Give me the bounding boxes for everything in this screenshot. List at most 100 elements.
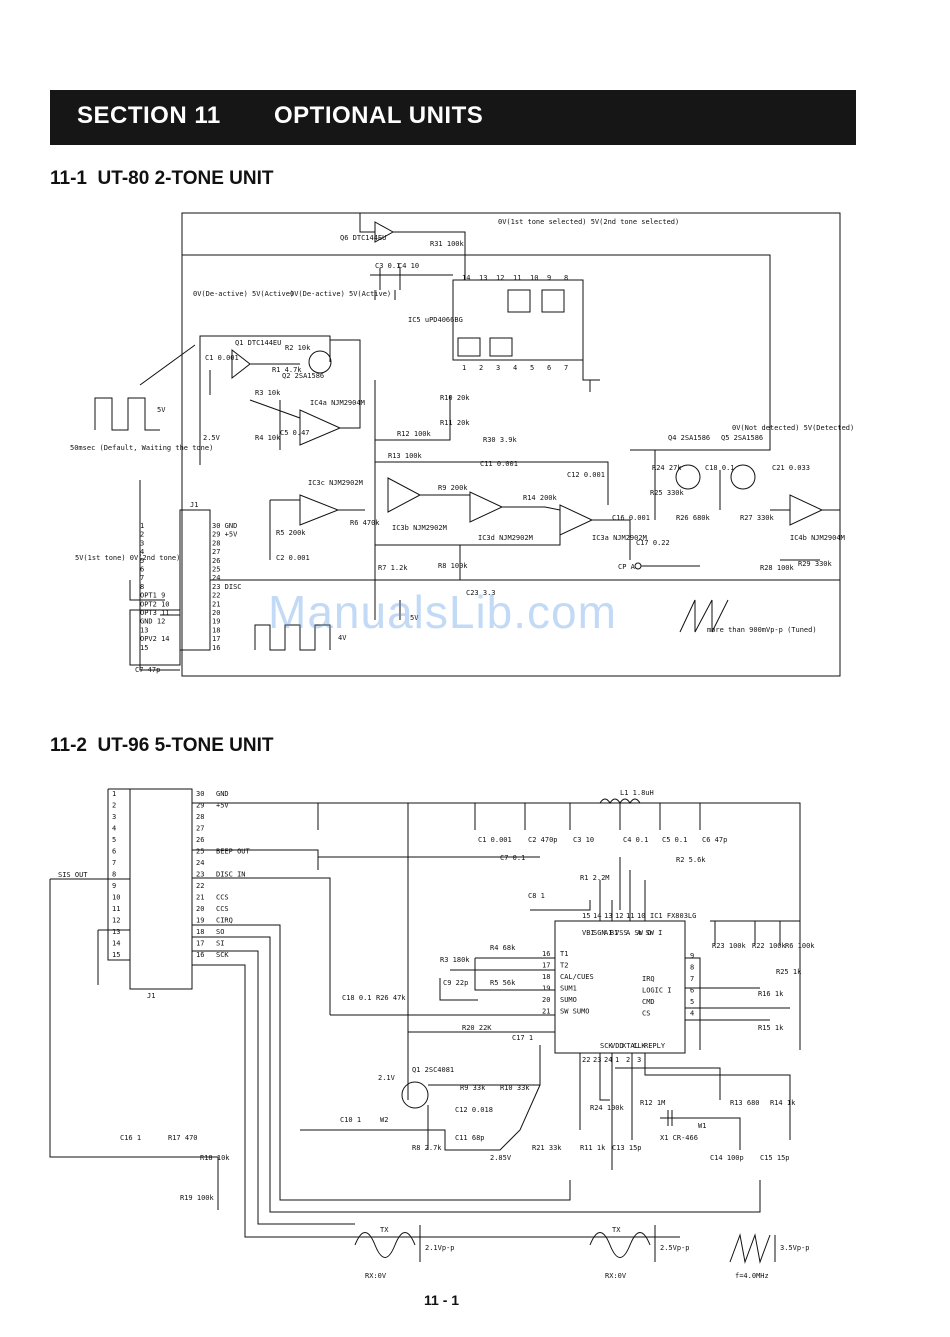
section-title: OPTIONAL UNITS <box>274 102 484 129</box>
ic5-pin: 2 <box>479 364 483 372</box>
ut80-j1-pin-right: 24 <box>212 574 220 582</box>
ut96-component-label: R2 5.6k <box>676 856 706 864</box>
c11-label: C11 0.001 <box>480 460 518 468</box>
ut80-j1-pin-left: 4 <box>140 548 144 556</box>
ic3d-label: IC3d NJM2902M <box>478 534 533 542</box>
bias-note: 2.5V <box>203 434 221 442</box>
c21-label: C21 0.033 <box>772 464 810 472</box>
c3-label: C3 0.1 <box>375 262 400 270</box>
freq3-label: f=4.0MHz <box>735 1272 769 1280</box>
ic5-pin: 11 <box>513 274 521 282</box>
amp2-label: 2.5Vp-p <box>660 1244 690 1252</box>
ut80-labels: 0V(1st tone selected) 5V(2nd tone select… <box>70 218 854 674</box>
ic1-pin-name: T2 <box>560 962 568 970</box>
ic5-label: IC5 uPD4066BG <box>408 316 463 324</box>
ut96-j1-pin-right: 16 <box>196 951 204 959</box>
r14-label: R14 200k <box>523 494 558 502</box>
ic1-pin-number: 18 <box>542 973 550 981</box>
rx2-label: RX:0V <box>605 1272 627 1280</box>
ic1-pin-number: 12 <box>615 912 623 920</box>
c5-label: C5 0.1 <box>662 836 687 844</box>
ut96-component-label: R19 100k <box>180 1194 215 1202</box>
section-label: SECTION 11 <box>77 102 221 129</box>
ut96-j1-pin-name: SCK <box>216 951 229 959</box>
ut96-j1-pin-left: 7 <box>112 859 116 867</box>
ic1-pin-name: VBI <box>582 929 595 937</box>
ut96-j1-pin-right: 19 <box>196 917 204 925</box>
ut96-component-label: R14 1k <box>770 1099 796 1107</box>
ic1-pin-name: XTAL <box>622 1042 639 1050</box>
ut80-j1-pin-right: 21 <box>212 600 220 608</box>
ut96-component-label: R22 100k <box>752 942 787 950</box>
ic5-pin: 4 <box>513 364 517 372</box>
ic1-pin-number: 19 <box>542 985 550 993</box>
ut96-component-label: R1 2.2M <box>580 874 610 882</box>
ut96-j1-pin-left: 12 <box>112 917 120 925</box>
rail-note: 5V <box>410 614 419 622</box>
ic1-pin-number: 14 <box>593 912 601 920</box>
ut96-component-label: C9 22p <box>443 979 468 987</box>
pulse-note: 50msec (Default, Waiting the tone) <box>70 444 213 452</box>
ut80-j1-pin-right: 19 <box>212 618 220 626</box>
q1-2sc4081-symbol <box>401 1081 429 1109</box>
r4-label: R4 10k <box>255 434 281 442</box>
ut80-j1-pin-left: 5 <box>140 557 144 565</box>
r3-label: R3 10k <box>255 389 281 397</box>
ic5-pin: 5 <box>530 364 534 372</box>
ic5-pin: 3 <box>496 364 500 372</box>
ut96-j1-pin-right: 23 <box>196 871 204 879</box>
q2-symbol <box>308 350 332 374</box>
ut96-j1-pin-left: 6 <box>112 848 116 856</box>
ut80-j1-pin-left: OPT2 10 <box>140 600 170 608</box>
ut96-j1-pin-name: CCS <box>216 894 229 902</box>
q1-label: Q1 DTC144EU <box>235 339 281 347</box>
subsection-number: 11-1 <box>50 168 87 189</box>
ic3d-symbol <box>469 491 504 523</box>
ic1-pin-number: 1 <box>615 1056 619 1064</box>
ic5-pin: 7 <box>564 364 568 372</box>
ut96-component-label: C13 15p <box>612 1144 642 1152</box>
ut80-j1-pin-left: 8 <box>140 583 144 591</box>
c4-label: C4 10 <box>398 262 419 270</box>
ic1-pin-name: CS <box>642 1010 650 1018</box>
ut80-j1-pin-right: 23 DISC <box>212 583 242 591</box>
ic1-pin-name: SUMO <box>560 996 577 1004</box>
ic1-pin-name: T1 <box>560 950 568 958</box>
ic1-pin-number: 16 <box>542 950 550 958</box>
ut96-j1-pin-right: 27 <box>196 825 204 833</box>
ic1-pin-number: 6 <box>690 987 694 995</box>
ic1-pin-number: 3 <box>637 1056 641 1064</box>
ut96-component-label: R25 1k <box>776 968 802 976</box>
ut96-j1-pin-name: BEEP OUT <box>216 848 251 856</box>
q6-label: Q6 DTC144EU <box>340 234 386 242</box>
ic1-pin-number: 9 <box>690 952 694 960</box>
ut80-j1-pin-right: 28 <box>212 539 220 547</box>
ut80-j1-pin-right: 29 +5V <box>212 531 238 539</box>
tone-select-note: 5V(1st tone) 0V(2nd tone) <box>75 554 180 562</box>
ic1-pin-name: SW SUMO <box>560 1008 590 1016</box>
ic1-pin-name: VDD <box>611 1042 624 1050</box>
ic4a-note: 0V(De-active) 5V(Active) <box>290 290 391 298</box>
ut96-j1-pin-name: CIRQ <box>216 917 233 925</box>
ic5-pin: 12 <box>496 274 504 282</box>
ic4b-note: 0V(Not detected) 5V(Detected) <box>732 424 854 432</box>
ut96-component-label: C18 0.1 <box>342 994 372 1002</box>
ut96-j1-pin-right: 28 <box>196 813 204 821</box>
c2-label: C2 470p <box>528 836 558 844</box>
ic1-pin-number: 15 <box>582 912 590 920</box>
ic3b-label: IC3b NJM2902M <box>392 524 447 532</box>
ut96-component-label: C17 1 <box>512 1034 533 1042</box>
ut80-j1-pin-right: 26 <box>212 557 220 565</box>
ut96-component-label: R24 100k <box>590 1104 625 1112</box>
input-amp-note: 4V <box>338 634 347 642</box>
ut96-component-label: W2 <box>380 1116 388 1124</box>
ut80-j1-pin-left: OPT1 9 <box>140 592 165 600</box>
r12-label: R12 100k <box>397 430 432 438</box>
ut96-component-label: R20 22K <box>462 1024 492 1032</box>
q4-label: Q4 2SA1586 <box>668 434 710 442</box>
ic1-pin-name: CAL/CUES <box>560 973 594 981</box>
c23-label: C23 3.3 <box>466 589 496 597</box>
subsection-number: 11-2 <box>50 735 87 756</box>
ic3a-label: IC3a NJM2902M <box>592 534 647 542</box>
